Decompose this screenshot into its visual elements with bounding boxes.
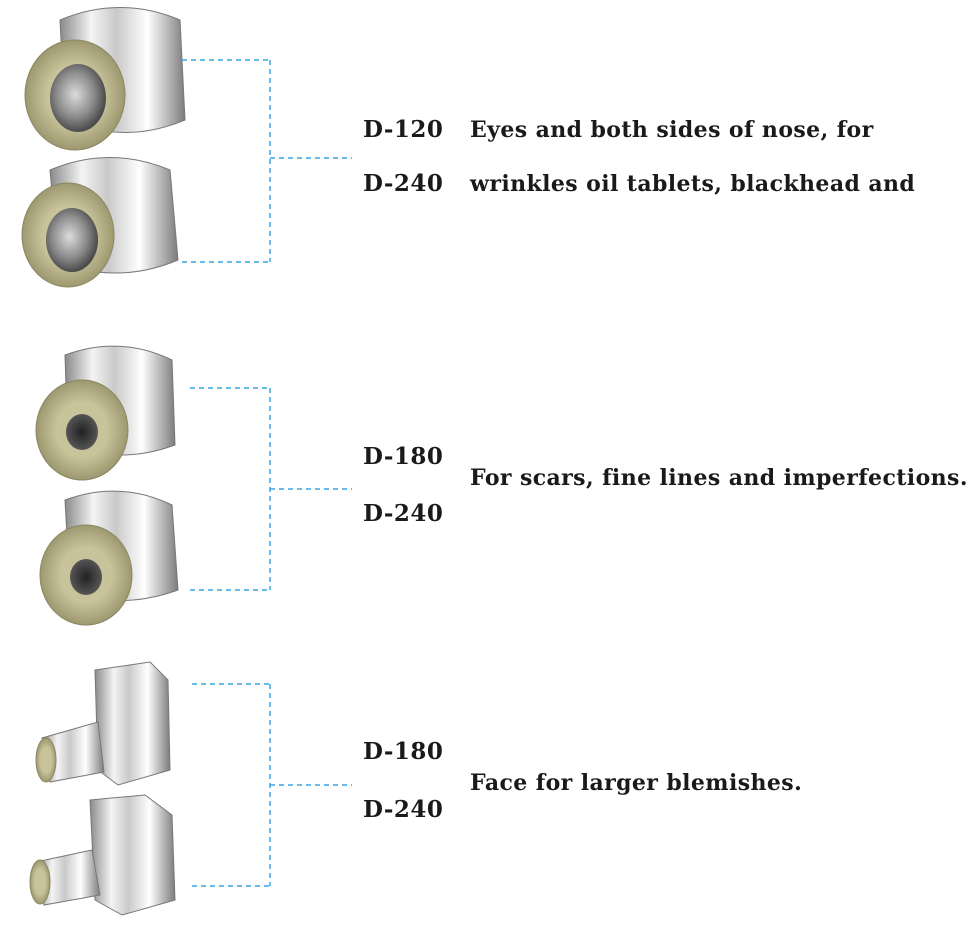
- code-label: D-180: [363, 443, 444, 470]
- description-line: wrinkles oil tablets, blackhead and: [470, 171, 916, 197]
- description-line: Face for larger blemishes.: [470, 770, 803, 796]
- tip-d240-icon: [39, 490, 179, 626]
- code-label: D-180: [363, 738, 444, 765]
- code-label: D-240: [363, 500, 444, 527]
- description-line: Eyes and both sides of nose, for: [470, 117, 874, 143]
- tip-d240-icon: [29, 794, 176, 916]
- description-line: For scars, fine lines and imperfections.: [470, 465, 968, 491]
- bracket-group-3: [192, 683, 352, 887]
- tip-d120-icon: [24, 7, 186, 151]
- bracket-group-2: [190, 387, 352, 591]
- code-label: D-120: [363, 116, 444, 143]
- tip-d180-icon: [35, 661, 171, 786]
- bracket-group-1: [182, 59, 352, 263]
- code-label: D-240: [363, 170, 444, 197]
- code-label: D-240: [363, 796, 444, 823]
- tip-d240-icon: [21, 157, 179, 288]
- tip-d180-icon: [35, 345, 176, 481]
